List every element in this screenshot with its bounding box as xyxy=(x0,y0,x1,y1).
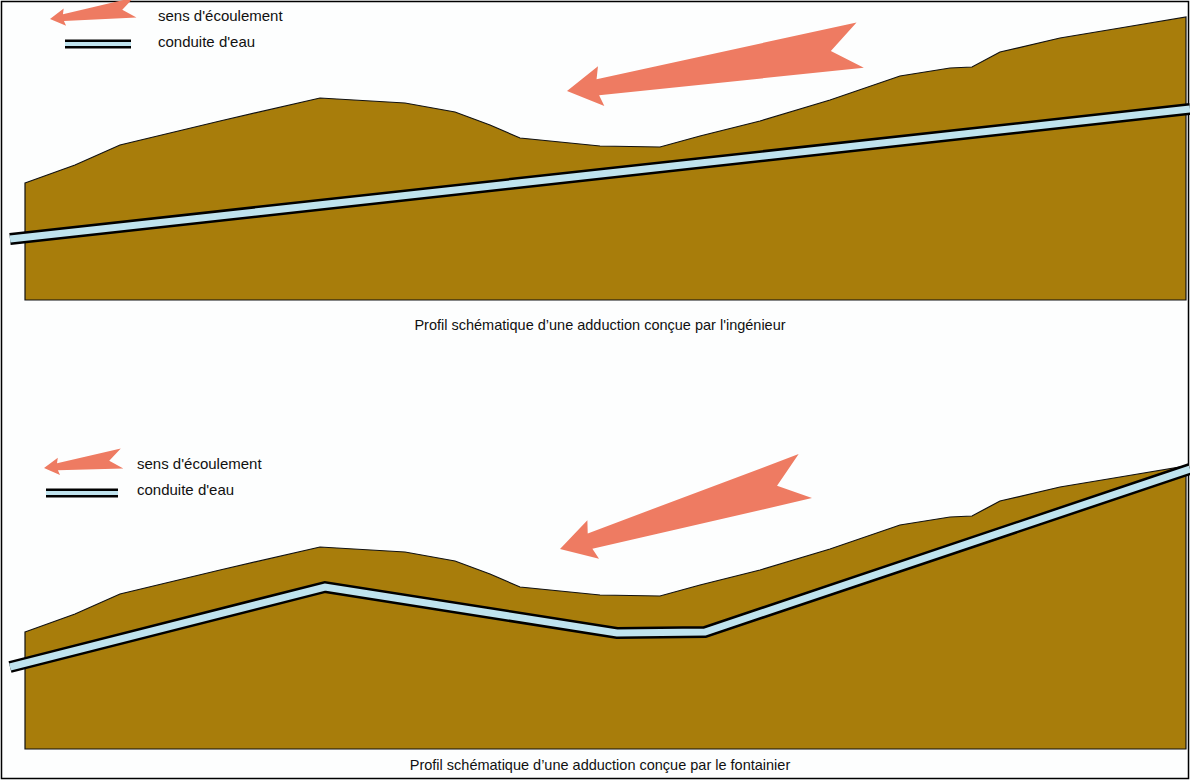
water-pipe xyxy=(10,469,1190,667)
figure-caption: Profil schématique d’une adduction conçu… xyxy=(410,756,790,774)
water-pipe xyxy=(10,109,1190,239)
legend-text: sens d'écoulement xyxy=(137,455,262,473)
pipe-sample xyxy=(46,491,118,495)
figure-caption: Profil schématique d’une adduction conçu… xyxy=(414,316,785,334)
engineer-profile xyxy=(10,17,1190,300)
ground-profile xyxy=(25,466,1186,749)
ground-profile xyxy=(25,17,1186,300)
flow-arrow xyxy=(554,454,812,572)
pipe-outline xyxy=(10,469,1190,667)
pipe-sample xyxy=(46,489,118,498)
flow-arrow xyxy=(564,22,864,114)
pipe-outline xyxy=(10,109,1190,239)
flow-arrow-sample xyxy=(43,449,124,479)
pipe-sample xyxy=(65,42,131,46)
fountaineer-profile xyxy=(10,466,1190,749)
legend-text: sens d'écoulement xyxy=(158,7,283,25)
legend-text: conduite d'eau xyxy=(137,481,234,499)
flow-arrow-sample xyxy=(49,0,137,29)
legend-text: conduite d'eau xyxy=(158,33,255,51)
pipe-sample xyxy=(65,40,131,49)
